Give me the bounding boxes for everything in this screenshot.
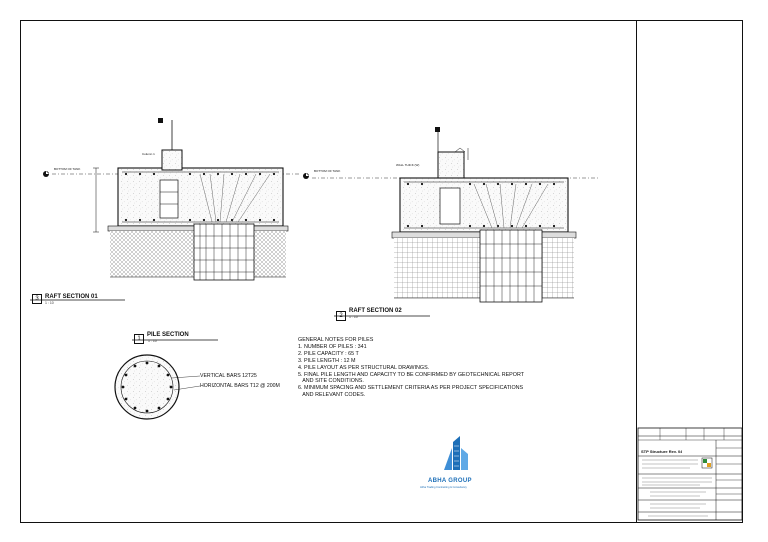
raft-01-column xyxy=(161,149,183,171)
pile-section-title: PILE SECTION xyxy=(147,332,189,338)
raft-01-number: 3 xyxy=(32,294,42,304)
note-item: AND SITE CONDITIONS. xyxy=(298,378,364,385)
note-item: 1. NUMBER OF PILES : 341 xyxy=(298,343,367,350)
pile-vertical-bars-note: VERTICAL BARS 12T25 xyxy=(200,373,257,379)
pile-section-number: 1 xyxy=(134,334,144,344)
note-item: 6. MINIMUM SPACING AND SETTLEMENT CRITER… xyxy=(298,385,524,392)
raft-01-scale: 1 : 10 xyxy=(45,301,54,305)
pile-horizontal-bars-note: HORIZONTAL BARS T12 @ 200M xyxy=(200,383,280,389)
note-item: 4. PILE LAYOUT AS PER STRUCTURAL DRAWING… xyxy=(298,364,430,371)
raft-02-number: 2 xyxy=(336,311,346,321)
note-item: 3. PILE LENGTH : 12 M xyxy=(298,357,356,364)
drawing-frame xyxy=(20,20,743,523)
logo-tagline: Abha Trading Contracting & Consultancy xyxy=(420,486,467,489)
pile-section-circle xyxy=(114,354,180,420)
raft-01-pile xyxy=(193,223,255,281)
titleblock-divider xyxy=(636,20,637,523)
title-block xyxy=(637,427,743,521)
titleblock-project-line: STP Structure Rev. 04 xyxy=(641,450,683,454)
raft-02-slab xyxy=(399,177,569,233)
raft-02-pile xyxy=(479,229,543,303)
pile-section-scale: 1 : 10 xyxy=(148,339,157,343)
raft-02-title: RAFT SECTION 02 xyxy=(349,308,402,314)
raft-01-level-label: BOTTOM OF TANK xyxy=(54,167,81,171)
raft-01-column-tag: Column 1 xyxy=(142,152,155,156)
raft-02-wall xyxy=(437,151,465,179)
raft-02-level-label: BOTTOM OF TANK xyxy=(314,169,341,173)
general-notes: GENERAL NOTES FOR PILES 1. NUMBER OF PIL… xyxy=(298,337,524,399)
abha-group-logo-mark xyxy=(444,436,468,470)
note-item: AND RELEVANT CODES. xyxy=(298,392,366,399)
note-item: 5. FINAL PILE LENGTH AND CAPACITY TO BE … xyxy=(298,371,525,378)
logo-name: ABHA GROUP xyxy=(428,478,472,484)
note-item: 2. PILE CAPACITY : 65 T xyxy=(298,350,359,357)
title-block-logo xyxy=(701,457,713,469)
raft-01-title: RAFT SECTION 01 xyxy=(45,294,98,300)
raft-01-slab xyxy=(117,167,284,227)
notes-heading: GENERAL NOTES FOR PILES xyxy=(298,337,374,343)
raft-02-wall-tag: WALL THICK (W) xyxy=(396,163,420,167)
raft-02-scale: 1 : 10 xyxy=(349,315,358,319)
